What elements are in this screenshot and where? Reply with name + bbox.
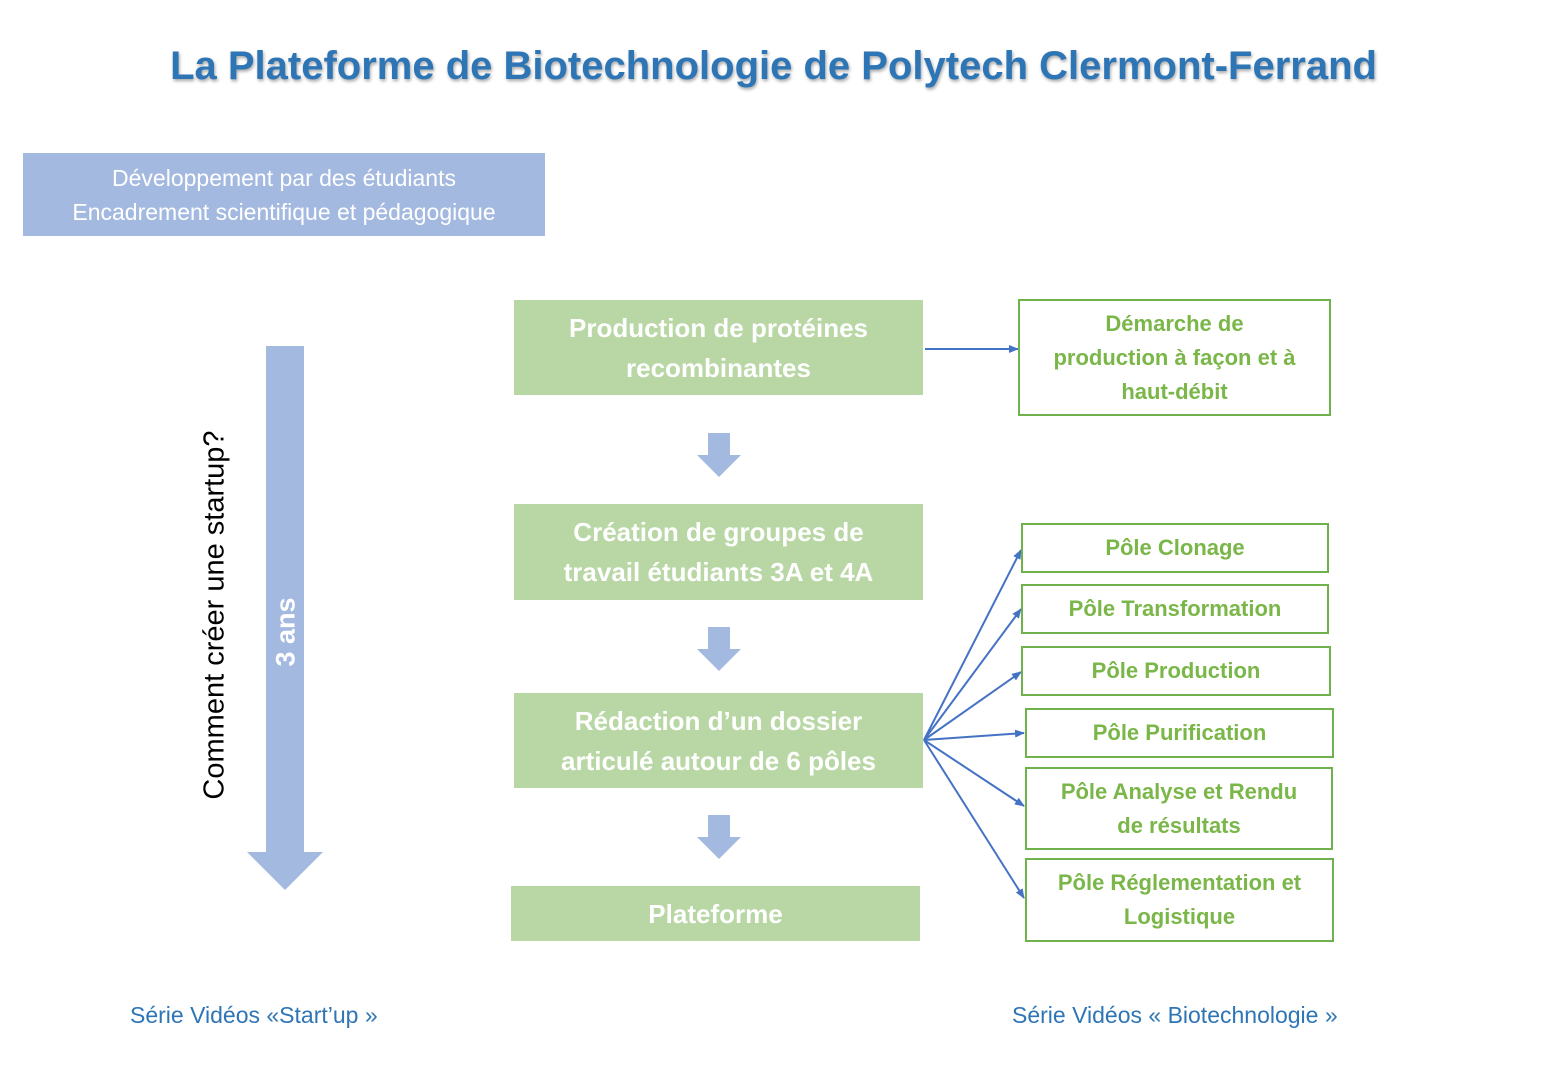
pole-production-label: Pôle Production bbox=[1091, 658, 1261, 683]
info-box-line-1: Développement par des étudiants bbox=[112, 164, 456, 191]
pole-transformation-label: Pôle Transformation bbox=[1068, 596, 1282, 621]
approach-line-1: Démarche de bbox=[1105, 310, 1244, 336]
duration-text: 3 ans bbox=[270, 597, 301, 667]
timeline-arrow bbox=[247, 346, 323, 890]
step-plateforme: Plateforme bbox=[511, 886, 920, 941]
pole-analyse-line-2: de résultats bbox=[1117, 812, 1241, 838]
step-redaction-line-1: Rédaction d’un dossier bbox=[574, 705, 863, 736]
pole-purification: Pôle Purification bbox=[1025, 708, 1334, 758]
approach-box: Démarche de production à façon et à haut… bbox=[1018, 299, 1331, 416]
connector-to-pole-analyse bbox=[923, 739, 1025, 807]
step-production: Production de protéines recombinantes bbox=[514, 300, 923, 395]
pole-analyse-rendu: Pôle Analyse et Rendu de résultats bbox=[1025, 767, 1333, 850]
side-question-text: Comment créer une startup? bbox=[198, 430, 231, 800]
connector-to-pole-production bbox=[923, 671, 1022, 741]
step-arrow-3 bbox=[697, 815, 741, 859]
step-arrow-2 bbox=[697, 627, 741, 671]
info-box-line-2: Encadrement scientifique et pédagogique bbox=[72, 198, 496, 225]
step-redaction-dossier: Rédaction d’un dossier articulé autour d… bbox=[514, 693, 923, 788]
step-plateforme-label: Plateforme bbox=[648, 898, 783, 929]
step-redaction-line-2: articulé autour de 6 pôles bbox=[561, 745, 876, 776]
pole-reglementation-logistique: Pôle Réglementation et Logistique bbox=[1025, 858, 1334, 942]
connector-to-pole-purification bbox=[923, 729, 1025, 741]
pole-clonage-label: Pôle Clonage bbox=[1105, 535, 1245, 560]
step-creation-line-2: travail étudiants 3A et 4A bbox=[563, 557, 874, 587]
pole-production: Pôle Production bbox=[1021, 646, 1331, 696]
approach-line-3: haut-débit bbox=[1121, 378, 1228, 404]
footer-series-biotech: Série Vidéos « Biotechnologie » bbox=[1012, 1002, 1338, 1028]
approach-line-2: production à façon et à bbox=[1053, 344, 1296, 370]
step-creation-line-1: Création de groupes de bbox=[573, 517, 864, 547]
pole-clonage: Pôle Clonage bbox=[1021, 523, 1329, 573]
step-production-line-1: Production de protéines bbox=[568, 312, 869, 343]
step-production-line-2: recombinantes bbox=[626, 352, 811, 383]
pole-transformation: Pôle Transformation bbox=[1021, 584, 1329, 634]
connector-to-pole-transformation bbox=[923, 608, 1022, 741]
connector-to-pole-clonage bbox=[923, 549, 1022, 741]
connector-to-pole-reglementation bbox=[923, 739, 1025, 899]
page-title: La Plateforme de Biotechnologie de Polyt… bbox=[170, 44, 1377, 88]
pole-purification-label: Pôle Purification bbox=[1092, 720, 1267, 745]
pole-analyse-line-1: Pôle Analyse et Rendu bbox=[1060, 778, 1298, 804]
step-arrow-1 bbox=[697, 433, 741, 477]
step-creation-groupes: Création de groupes de travail étudiants… bbox=[514, 504, 923, 600]
footer-series-startup: Série Vidéos «Start’up » bbox=[130, 1002, 378, 1028]
pole-reglementation-line-2: Logistique bbox=[1123, 904, 1236, 929]
info-box: Développement par des étudiants Encadrem… bbox=[23, 153, 545, 236]
pole-reglementation-line-1: Pôle Réglementation et bbox=[1057, 870, 1302, 895]
